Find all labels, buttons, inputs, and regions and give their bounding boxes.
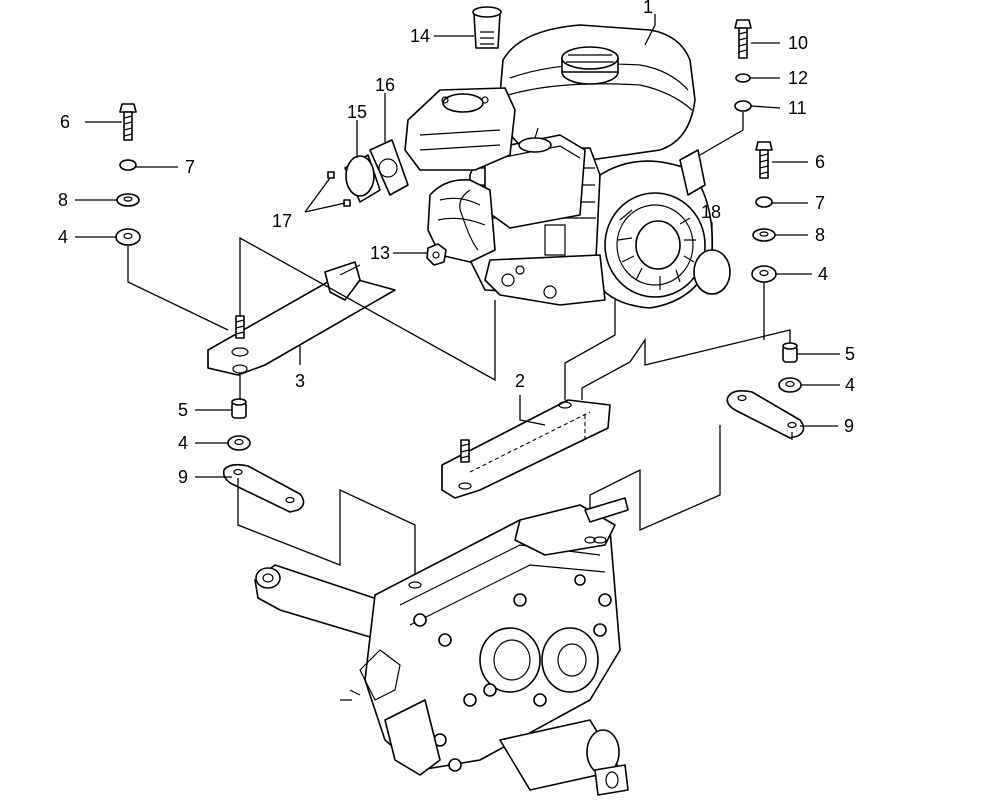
right-fastener-stack <box>751 141 777 340</box>
callout-17: 17 <box>272 211 292 231</box>
callout-4-lower-left: 4 <box>178 433 188 453</box>
callout-8-left: 8 <box>58 190 68 210</box>
callout-4-right: 4 <box>818 264 828 284</box>
callout-1: 1 <box>643 0 653 17</box>
top-right-bolt <box>699 19 752 156</box>
left-lower-stack <box>222 398 416 580</box>
callout-5-left: 5 <box>178 400 188 420</box>
callout-15: 15 <box>347 102 367 122</box>
callout-3: 3 <box>295 371 305 391</box>
callout-6-left: 6 <box>60 112 70 132</box>
transmission <box>254 497 629 796</box>
callout-10: 10 <box>788 33 808 53</box>
callout-13: 13 <box>370 243 390 263</box>
callout-8-right: 8 <box>815 225 825 245</box>
callout-2: 2 <box>515 371 525 391</box>
callout-6-right: 6 <box>815 152 825 172</box>
nut <box>426 243 447 266</box>
callout-5-right: 5 <box>845 344 855 364</box>
callout-7-left: 7 <box>185 157 195 177</box>
callout-9-right: 9 <box>844 416 854 436</box>
cover-disc <box>693 249 731 295</box>
right-lower-stack <box>589 342 805 540</box>
callout-4-left: 4 <box>58 227 68 247</box>
callout-7-right: 7 <box>815 193 825 213</box>
callout-12: 12 <box>788 68 808 88</box>
callout-11: 11 <box>788 98 807 118</box>
engine-bracket-2 <box>441 300 791 499</box>
left-fastener-stack <box>115 103 229 331</box>
engine <box>404 24 714 309</box>
callout-14: 14 <box>410 26 430 46</box>
callout-4-lower-right: 4 <box>845 375 855 395</box>
callout-18: 18 <box>701 202 721 222</box>
callout-16: 16 <box>375 75 395 95</box>
fuel-strainer <box>472 6 502 49</box>
muffler-parts <box>344 139 409 203</box>
callout-labels: 1 2 3 4 4 4 4 5 5 6 6 7 7 8 8 9 9 10 11 … <box>58 0 855 487</box>
engine-bracket-3 <box>207 236 496 405</box>
callout-leaders <box>75 14 840 478</box>
callout-9-left: 9 <box>178 467 188 487</box>
